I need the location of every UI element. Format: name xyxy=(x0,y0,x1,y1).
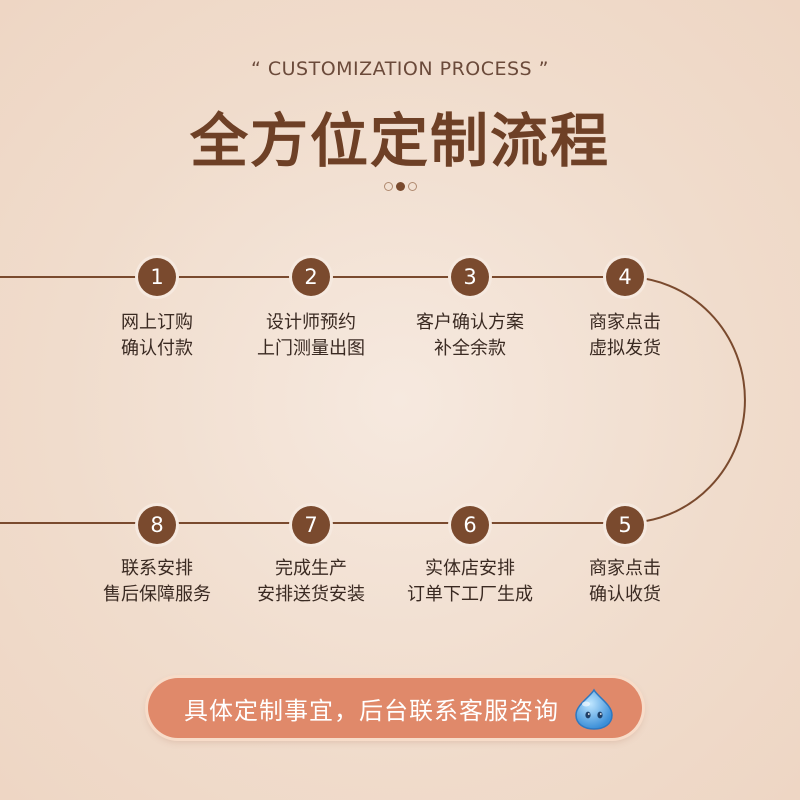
step-8-line2: 售后保障服务 xyxy=(103,584,211,605)
step-8-line1: 联系安排 xyxy=(121,558,193,579)
step-5-number: 5 xyxy=(606,506,644,544)
step-1-line2: 确认付款 xyxy=(121,338,193,359)
pagination-dots xyxy=(374,180,426,192)
page-title: 全方位定制流程 xyxy=(189,107,610,175)
step-7-label: 完成生产 安排送货安装 xyxy=(226,556,396,608)
step-5-line1: 商家点击 xyxy=(589,558,661,579)
step-1-number: 1 xyxy=(138,258,176,296)
dot-active xyxy=(395,181,405,191)
step-6-label: 实体店安排 订单下工厂生成 xyxy=(385,556,555,608)
step-2-line2: 上门测量出图 xyxy=(257,338,365,359)
dot-inactive xyxy=(407,181,417,191)
step-6-line2: 订单下工厂生成 xyxy=(407,584,533,605)
step-4-number: 4 xyxy=(606,258,644,296)
step-1-label: 网上订购 确认付款 xyxy=(72,310,242,362)
step-4-line2: 虚拟发货 xyxy=(589,338,661,359)
contact-service-label: 具体定制事宜，后台联系客服咨询 xyxy=(184,696,559,725)
step-4-label: 商家点击 虚拟发货 xyxy=(540,310,710,362)
step-2-line1: 设计师预约 xyxy=(266,312,356,333)
step-7-line2: 安排送货安装 xyxy=(257,584,365,605)
step-4-line1: 商家点击 xyxy=(589,312,661,333)
step-3-line1: 客户确认方案 xyxy=(416,312,524,333)
chat-mascot-icon xyxy=(575,688,613,730)
dot-inactive xyxy=(383,181,393,191)
step-5-label: 商家点击 确认收货 xyxy=(540,556,710,608)
step-5-line2: 确认收货 xyxy=(589,584,661,605)
step-3-number: 3 xyxy=(451,258,489,296)
step-2-label: 设计师预约 上门测量出图 xyxy=(226,310,396,362)
step-6-line1: 实体店安排 xyxy=(425,558,515,579)
step-3-line2: 补全余款 xyxy=(434,338,506,359)
step-3-label: 客户确认方案 补全余款 xyxy=(385,310,555,362)
contact-service-button[interactable]: 具体定制事宜，后台联系客服咨询 xyxy=(148,678,642,738)
section-subtitle: “ CUSTOMIZATION PROCESS ” xyxy=(250,58,550,80)
step-8-label: 联系安排 售后保障服务 xyxy=(72,556,242,608)
step-1-line1: 网上订购 xyxy=(121,312,193,333)
step-8-number: 8 xyxy=(138,506,176,544)
step-7-number: 7 xyxy=(292,506,330,544)
step-7-line1: 完成生产 xyxy=(275,558,347,579)
step-2-number: 2 xyxy=(292,258,330,296)
step-6-number: 6 xyxy=(451,506,489,544)
